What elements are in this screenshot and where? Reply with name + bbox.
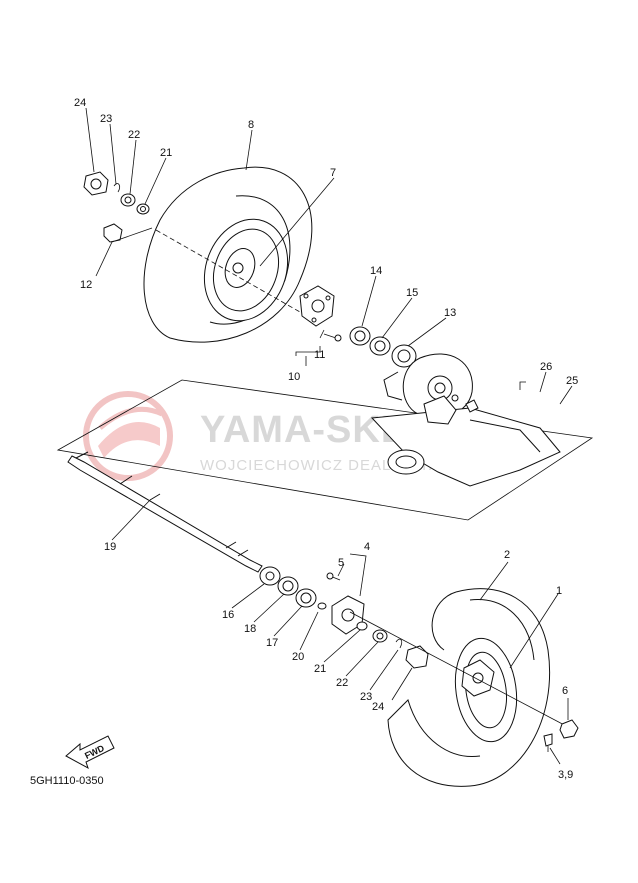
callout-13: 13 [444,307,456,319]
rear-axle-19 [67,451,263,573]
callout-23: 23 [100,113,112,125]
callout-2: 2 [504,549,510,561]
callout-5: 5 [338,557,344,569]
washer-21-bottom [356,621,368,631]
callout-14: 14 [370,265,382,277]
callout-22: 22 [128,129,140,141]
callout-8: 8 [248,119,254,131]
callout-23-bottom: 23 [360,691,372,703]
nut-6 [559,719,579,739]
callout-10: 10 [288,371,300,383]
nut-22-bottom [372,629,388,643]
seal-14 [349,326,371,346]
callout-24: 24 [74,97,86,109]
bolt-25 [465,399,479,413]
stud-3-9 [543,733,553,752]
callout-17: 17 [266,637,278,649]
washer-26 [451,394,459,402]
nut-24-top [83,171,109,196]
washer-21-top [136,203,150,215]
axle-centerline-bottom [349,611,571,729]
callout-18: 18 [244,623,256,635]
hub-7 [299,285,335,327]
callout-4: 4 [364,541,370,553]
callout-26: 26 [540,361,552,373]
callout-11: 11 [314,349,325,361]
nut-22-top [120,193,136,207]
callout-21: 21 [160,147,172,159]
callout-25: 25 [566,375,578,387]
cotter-pin-23-bottom [395,638,403,649]
fwd-arrow-icon: FWD [65,735,115,770]
callout-22-bottom: 22 [336,677,348,689]
callout-labels: 24 23 22 21 8 7 12 14 15 13 11 10 26 25 … [74,97,578,781]
callout-1: 1 [556,585,562,597]
bearing-13 [391,344,417,368]
watermark-logo [83,391,173,481]
leader-lines [85,107,573,765]
callout-12: 12 [80,279,92,291]
callout-6: 6 [562,685,568,697]
callout-15: 15 [406,287,418,299]
seal-18 [277,576,299,596]
callout-3-9: 3,9 [558,769,573,781]
diagram-code: 5GH1110-0350 [30,775,104,787]
nut-24-bottom [405,645,429,669]
bottom-rim-1 [454,637,518,743]
seal-17 [295,588,317,608]
callout-24-bottom: 24 [372,701,384,713]
nut-12 [103,223,123,243]
callout-20: 20 [292,651,304,663]
bearing-16 [259,566,281,586]
swing-arm [370,395,561,487]
bottom-tire-2 [387,588,550,787]
callout-19: 19 [104,541,116,553]
bolt-11 [323,333,337,339]
assembly-outline [56,379,594,521]
callout-16: 16 [222,609,234,621]
axle-centerline-top [155,229,301,313]
bearing-15 [369,336,391,356]
callout-7: 7 [330,167,336,179]
circlip-20 [317,602,327,610]
cotter-pin-23-top [113,183,121,193]
top-tire [143,166,313,343]
callout-21-bottom: 21 [314,663,326,675]
